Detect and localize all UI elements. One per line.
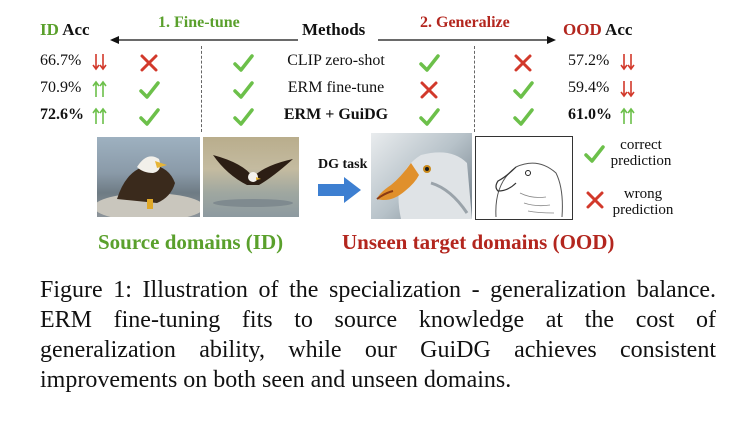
check-icon (232, 79, 254, 101)
check-icon (138, 79, 160, 101)
method-name: CLIP zero-shot (287, 52, 385, 69)
id-accuracy: 70.9% (40, 79, 82, 96)
legend-correct-label: correct prediction (610, 137, 672, 169)
legend-check-icon (584, 145, 605, 163)
target-domains-label: Unseen target domains (OOD) (342, 230, 615, 254)
target-sketch (475, 136, 573, 220)
eagle-sketch-icon (495, 162, 563, 218)
separator-right (474, 46, 475, 132)
trend-down-icon (620, 53, 636, 76)
trend-up-icon (92, 107, 108, 130)
generalize-label: 2. Generalize (420, 14, 510, 31)
separator-left (201, 46, 202, 132)
source-domains-label: Source domains (ID) (98, 230, 284, 254)
legend-cross-icon (586, 191, 604, 209)
check-icon (512, 106, 534, 128)
ood-accuracy: 61.0% (568, 106, 612, 123)
dg-task-arrow-icon (318, 177, 361, 203)
check-icon (138, 106, 160, 128)
flying-eagle-icon (213, 155, 293, 207)
cross-icon (512, 52, 534, 74)
eagle-painting-icon (376, 152, 472, 219)
id-acc-suffix: Acc (62, 20, 90, 39)
source-photo-1 (97, 137, 200, 217)
cross-icon (418, 79, 440, 101)
id-acc-header: ID Acc (40, 20, 90, 40)
trend-down-icon (92, 53, 108, 76)
check-icon (418, 106, 440, 128)
check-icon (232, 106, 254, 128)
dg-task-label: DG task (318, 157, 368, 172)
source-photo-2 (203, 137, 299, 217)
ood-accuracy: 57.2% (568, 52, 610, 69)
method-name: ERM + GuiDG (283, 106, 389, 123)
target-painting (371, 133, 472, 219)
fine-tune-arrow (110, 36, 298, 44)
ood-accuracy: 59.4% (568, 79, 610, 96)
ood-acc-suffix: Acc (605, 20, 633, 39)
trend-up-icon (92, 80, 108, 103)
figure-caption: Figure 1: Illustration of the specializa… (40, 277, 716, 393)
ood-acc-prefix: OOD (563, 20, 602, 39)
cross-icon (138, 52, 160, 74)
methods-header: Methods (302, 20, 366, 39)
ood-acc-header: OOD Acc (563, 20, 632, 40)
legend-wrong-label: wrong prediction (612, 186, 674, 218)
trend-up-icon (620, 107, 636, 130)
eagle-on-rock-icon (97, 156, 200, 217)
method-name: ERM fine-tune (287, 79, 385, 96)
id-acc-prefix: ID (40, 20, 59, 39)
fine-tune-label: 1. Fine-tune (158, 14, 240, 31)
generalize-arrow (378, 36, 556, 44)
check-icon (232, 52, 254, 74)
trend-down-icon (620, 80, 636, 103)
check-icon (418, 52, 440, 74)
id-accuracy: 72.6% (40, 106, 84, 123)
check-icon (512, 79, 534, 101)
id-accuracy: 66.7% (40, 52, 82, 69)
